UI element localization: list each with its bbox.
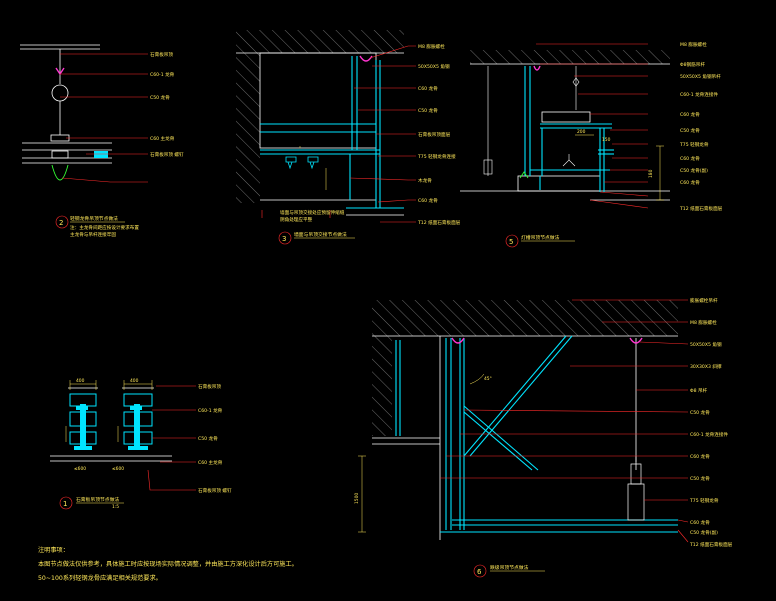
detail-3: M8 膨胀螺栓 50X50X5 角钢 C60 龙骨 C50 龙骨 石膏板吊顶面层… bbox=[236, 30, 461, 245]
d6-number: 6 bbox=[477, 568, 482, 576]
d2-label-2: C60-1 龙骨 bbox=[150, 71, 175, 78]
d2-caption: 轻钢龙骨吊顶节点做法 bbox=[70, 215, 118, 222]
d6-label-10: T75 轻钢龙骨 bbox=[689, 497, 719, 504]
d5-dim-1: 200 bbox=[577, 129, 586, 135]
d6-label-3: 50X50X5 角钢 bbox=[690, 341, 722, 348]
d1-dim-2: 400 bbox=[130, 378, 139, 384]
d3-label-7: 木龙骨 bbox=[418, 177, 432, 184]
d6-label-2: M8 膨胀螺栓 bbox=[690, 319, 717, 326]
d1-label-2: C60-1 龙骨 bbox=[198, 407, 223, 414]
d6-label-11: C60 龙骨 bbox=[690, 519, 710, 526]
detail-2: 石膏板吊顶 C60-1 龙骨 C50 龙骨 C60 主龙骨 石膏板吊顶 螺钉 2… bbox=[20, 44, 184, 238]
general-notes: 注明事项： 本图节点做法仅供参考，具体施工时应按现场实际情况调整，并由施工方深化… bbox=[38, 546, 298, 582]
d1-dim-3: ≤600 bbox=[74, 466, 86, 472]
d5-label-4: C60-1 龙骨连接件 bbox=[680, 91, 718, 98]
d1-label-5: 石膏板吊顶 螺钉 bbox=[198, 487, 232, 494]
d2-label-5: 石膏板吊顶 螺钉 bbox=[150, 151, 184, 158]
d5-label-3: 50X50X5 角钢吊杆 bbox=[680, 73, 721, 80]
d1-label-1: 石膏板吊顶 bbox=[198, 383, 221, 390]
d5-number: 5 bbox=[509, 238, 513, 246]
detail-5: 200 150 180 M8 膨胀螺栓 Φ8钢筋吊杆 50X50X5 角钢吊杆 … bbox=[460, 41, 723, 248]
d6-dim-height: 1500 bbox=[354, 493, 360, 504]
d5-label-11: T12 纸面石膏板面层 bbox=[679, 205, 723, 212]
notes-title: 注明事项： bbox=[38, 546, 69, 554]
d2-number: 2 bbox=[59, 219, 63, 227]
d5-dim-2: 150 bbox=[602, 137, 611, 143]
d1-caption: 石膏板吊顶节点做法 bbox=[76, 496, 119, 503]
d2-label-4: C60 主龙骨 bbox=[150, 135, 175, 142]
d6-caption: 跌级吊顶节点做法 bbox=[490, 564, 529, 571]
d3-label-6: T75 轻钢龙骨连接 bbox=[417, 153, 456, 160]
notes-line-2: 50~100系列轻钢龙骨应满足相关规范要求。 bbox=[38, 574, 162, 582]
d1-number: 1 bbox=[63, 500, 67, 508]
d5-label-2: Φ8钢筋吊杆 bbox=[680, 61, 705, 68]
d5-label-5: C60 龙骨 bbox=[680, 111, 700, 118]
d6-label-5: Φ8 吊杆 bbox=[690, 387, 708, 394]
d5-label-1: M8 膨胀螺栓 bbox=[680, 41, 707, 48]
d2-note-1: 注：主龙骨间距应按设计要求布置 bbox=[70, 224, 139, 231]
d3-label-4: C50 龙骨 bbox=[418, 107, 438, 114]
d2-note-2: 主龙骨与吊杆连接牢固 bbox=[70, 231, 116, 238]
d6-label-1: 膨胀螺栓吊杆 bbox=[690, 297, 718, 304]
d3-label-9: T12 纸面石膏板面层 bbox=[417, 219, 461, 226]
d3-label-8: C60 龙骨 bbox=[418, 197, 438, 204]
d2-label-3: C50 龙骨 bbox=[150, 94, 170, 101]
d1-dim-1: 400 bbox=[76, 378, 85, 384]
d6-dim-angle: 45° bbox=[484, 376, 492, 382]
d6-label-6: C50 龙骨 bbox=[690, 409, 710, 416]
d3-label-5: 石膏板吊顶面层 bbox=[418, 131, 451, 138]
d1-label-4: C60 主龙骨 bbox=[198, 459, 223, 466]
d6-label-4: 30X30X3 斜撑 bbox=[690, 363, 722, 370]
d6-label-12: C50 龙骨(副) bbox=[690, 529, 718, 536]
d5-label-6: C50 龙骨 bbox=[680, 127, 700, 134]
d5-label-8: C60 龙骨 bbox=[680, 155, 700, 162]
d1-dim-4: ≤600 bbox=[112, 466, 124, 472]
d3-caption: 墙面与吊顶交接节点做法 bbox=[294, 231, 347, 238]
d1-scale: 1:5 bbox=[112, 504, 119, 510]
detail-1: 400 400 ≤600 ≤600 石膏板吊顶 C60-1 龙骨 C50 龙骨 … bbox=[50, 378, 232, 510]
detail-6: 45° 1500 膨胀螺栓吊杆 M8 膨胀螺栓 50X50X5 角钢 30X30… bbox=[354, 297, 733, 578]
d5-label-7: T75 轻钢龙骨 bbox=[679, 141, 709, 148]
d3-label-3: C60 龙骨 bbox=[418, 85, 438, 92]
d6-label-8: C60 龙骨 bbox=[690, 453, 710, 460]
d6-label-9: C50 龙骨 bbox=[690, 475, 710, 482]
d3-note-1: 墙面与吊顶交接处应预留伸缩缝 bbox=[280, 209, 345, 216]
d5-dim-3: 180 bbox=[648, 169, 654, 178]
d6-label-7: C60-1 龙骨连接件 bbox=[690, 431, 728, 438]
d3-label-1: M8 膨胀螺栓 bbox=[418, 43, 445, 50]
d3-label-2: 50X50X5 角钢 bbox=[418, 63, 450, 70]
d1-label-3: C50 龙骨 bbox=[198, 435, 218, 442]
d6-label-13: T12 纸面石膏板面层 bbox=[689, 541, 733, 548]
d2-label-1: 石膏板吊顶 bbox=[150, 51, 173, 58]
d5-caption: 灯槽吊顶节点做法 bbox=[521, 234, 560, 241]
d3-note-2: 阴角处理应平整 bbox=[280, 216, 313, 223]
d5-label-9: C50 龙骨(副) bbox=[680, 167, 708, 174]
notes-line-1: 本图节点做法仅供参考，具体施工时应按现场实际情况调整，并由施工方深化设计后方可施… bbox=[38, 560, 298, 568]
d3-number: 3 bbox=[282, 235, 286, 243]
d5-label-10: C60 龙骨 bbox=[680, 179, 700, 186]
